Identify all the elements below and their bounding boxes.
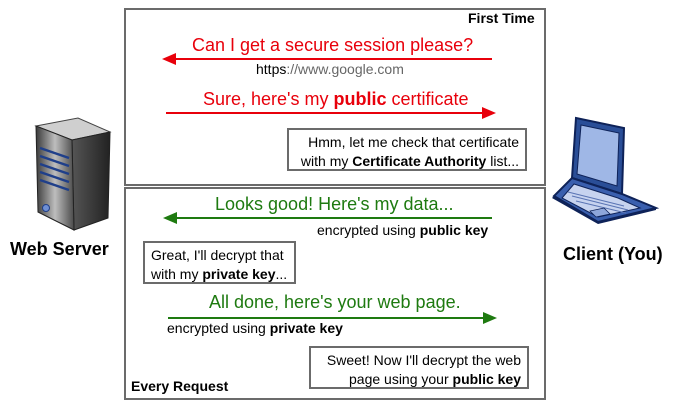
secure-session-request: Can I get a secure session please? <box>192 35 474 55</box>
client-label: Client (You) <box>563 244 663 264</box>
client-decrypt-note: Sweet! Now I'll decrypt the web page usi… <box>309 346 529 389</box>
encrypted-private-key-label: encrypted using private key <box>167 320 343 336</box>
google-url: https://www.google.com <box>256 61 404 77</box>
client-check-line1: Hmm, let me check that certificate <box>308 134 519 150</box>
encrypted-public-key-label: encrypted using public key <box>317 222 489 238</box>
server-decrypt-note: Great, I'll decrypt that with my private… <box>143 241 296 284</box>
client-check-note: Hmm, let me check that certificate with … <box>287 128 527 171</box>
every-request-title: Every Request <box>131 378 229 394</box>
url-scheme: https <box>256 61 287 77</box>
client-check-line2: with my Certificate Authority list... <box>300 153 519 169</box>
all-done-message: All done, here's your web page. <box>209 292 461 312</box>
url-rest: ://www.google.com <box>286 61 404 77</box>
client-decrypt-line1: Sweet! Now I'll decrypt the web <box>326 352 521 368</box>
public-bold: public <box>333 89 387 109</box>
laptop-icon <box>552 116 660 224</box>
server-icon <box>34 117 112 231</box>
server-decrypt-line1: Great, I'll decrypt that <box>151 247 284 263</box>
looks-good-message: Looks good! Here's my data... <box>215 194 454 214</box>
web-server-label: Web Server <box>10 239 109 259</box>
certificate-response: Sure, here's my public certificate <box>203 89 469 109</box>
server-decrypt-line2: with my private key... <box>151 266 288 282</box>
client-decrypt-line2: page using your public key <box>349 371 521 387</box>
first-time-title: First Time <box>468 10 535 26</box>
